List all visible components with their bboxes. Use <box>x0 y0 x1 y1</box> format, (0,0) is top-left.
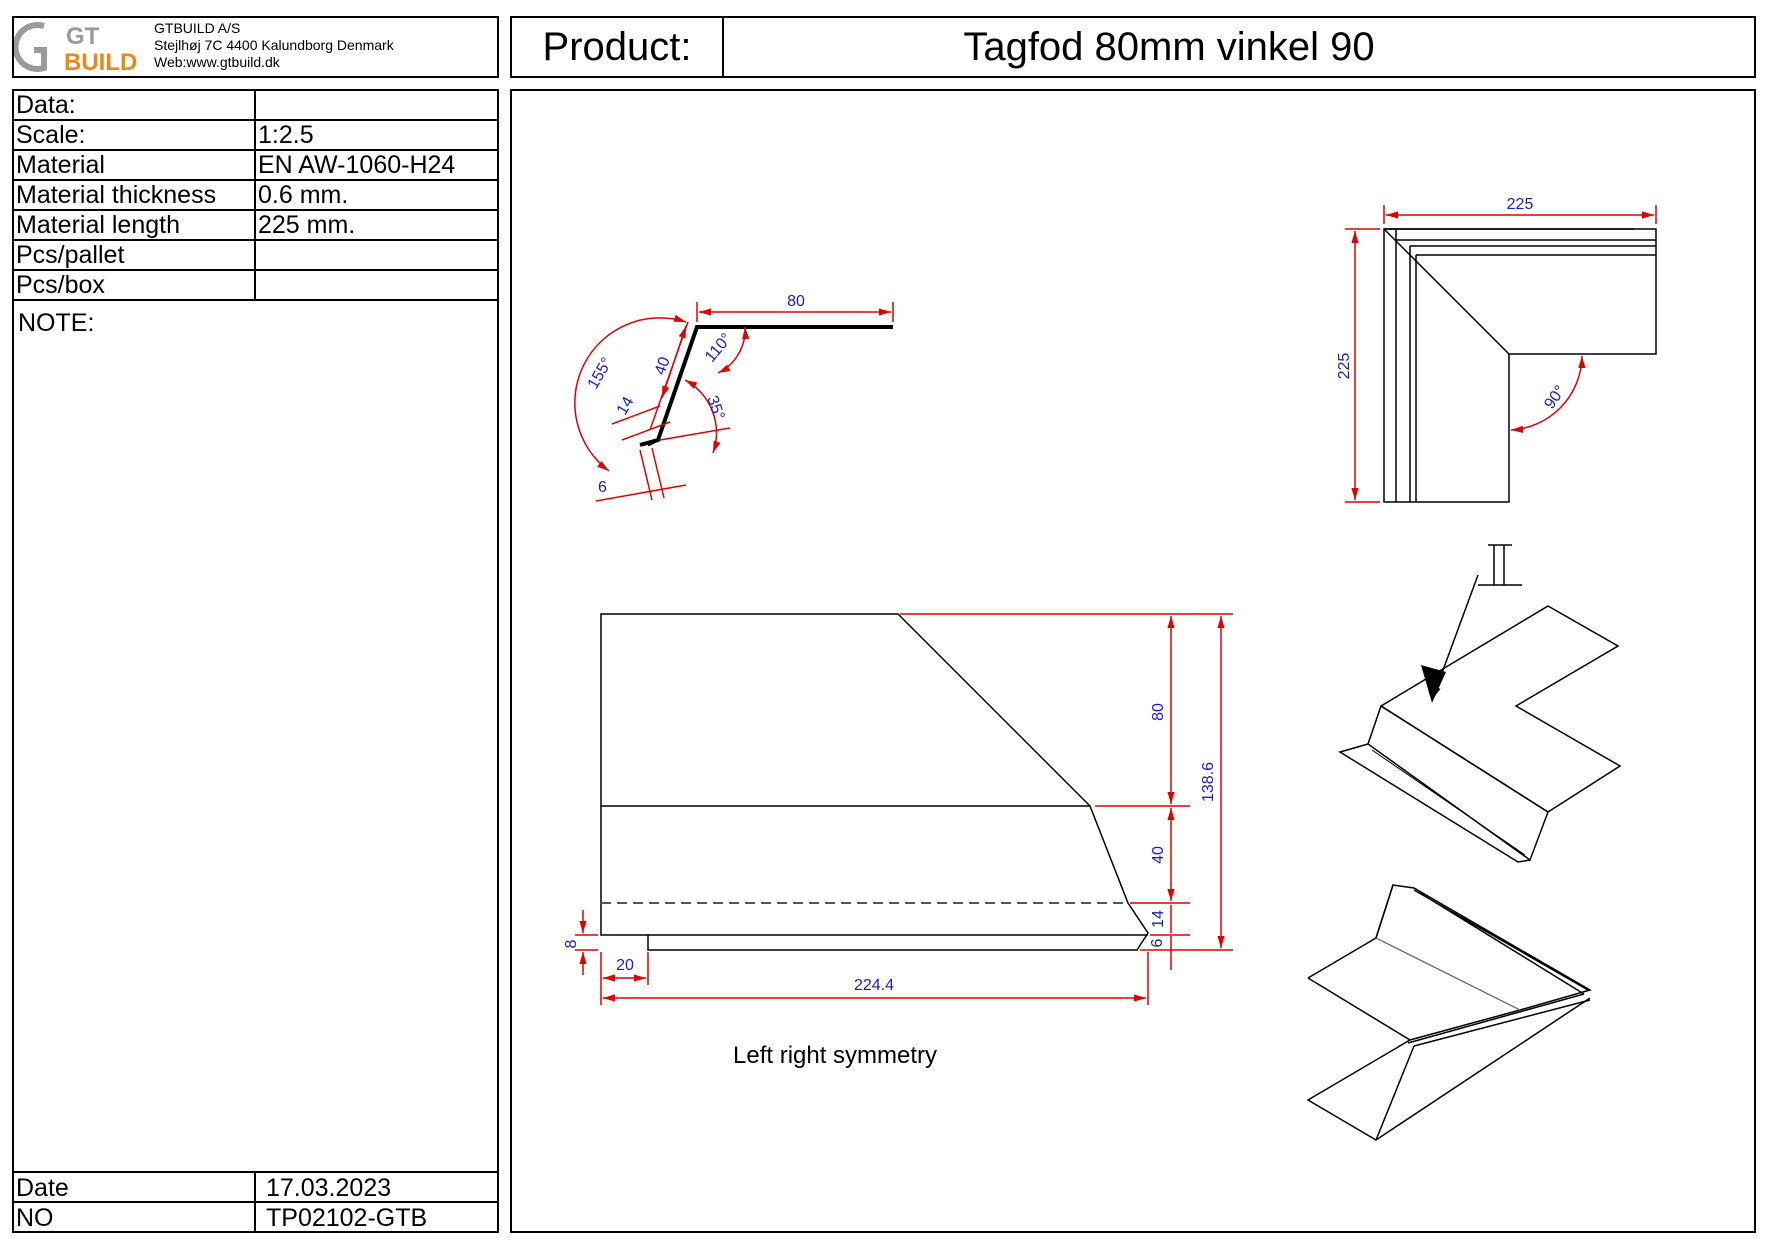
data-row-pcs-box: Pcs/box <box>14 271 497 301</box>
company-header: GT BUILD GTBUILD A/S Stejlhøj 7C 4400 Ka… <box>12 16 499 78</box>
flat-dim-14: 14 <box>1150 910 1167 928</box>
row-key: Scale: <box>16 121 86 149</box>
flat-dim-20: 20 <box>616 957 634 974</box>
company-address: Stejlhøj 7C 4400 Kalundborg Denmark <box>154 37 394 53</box>
isometric-view-bottom <box>1306 884 1592 1141</box>
data-row-material: Material EN AW-1060-H24 <box>14 151 497 181</box>
profile-dim-6: 6 <box>598 479 607 496</box>
date-row: Date 17.03.2023 <box>14 1171 497 1202</box>
flat-dim-138-6: 138.6 <box>1200 762 1217 802</box>
profile-angle-110: 110° <box>702 330 736 365</box>
row-key: Material length <box>16 211 180 239</box>
row-key: Material thickness <box>16 181 217 209</box>
profile-dim-80: 80 <box>787 293 805 310</box>
row-key: Material <box>16 151 105 179</box>
flat-dim-80: 80 <box>1150 703 1167 721</box>
top-view: 225 225 90° <box>1336 196 1657 503</box>
row-key: Pcs/box <box>16 271 105 299</box>
top-angle-90: 90° <box>1541 383 1569 413</box>
profile-dim-14: 14 <box>614 394 638 418</box>
flat-dim-40: 40 <box>1150 846 1167 864</box>
company-web: Web:www.gtbuild.dk <box>154 54 280 70</box>
product-title: Tagfod 80mm vinkel 90 <box>963 25 1375 69</box>
top-dim-width: 225 <box>1507 196 1534 213</box>
gtbuild-logo: GT BUILD <box>14 22 137 76</box>
data-row-data: Data: <box>14 91 497 121</box>
flat-pattern-view: 80 40 14 6 138.6 8 20 224.4 <box>563 613 1233 1005</box>
row-value: 1:2.5 <box>258 121 314 149</box>
flat-outline <box>600 613 1149 951</box>
data-row-scale: Scale: 1:2.5 <box>14 121 497 151</box>
isometric-view-top <box>1338 544 1622 863</box>
row-value: EN AW-1060-H24 <box>258 151 456 179</box>
profile-outline <box>639 325 893 447</box>
logo-g-mark <box>14 22 47 72</box>
product-header: Product: Tagfod 80mm vinkel 90 <box>510 16 1756 78</box>
profile-angle-35: 35° <box>703 394 727 423</box>
logo-text-build: BUILD <box>64 49 137 76</box>
product-label: Product: <box>512 18 724 76</box>
flat-dim-8: 8 <box>563 939 580 948</box>
no-label: NO <box>16 1204 54 1232</box>
logo-text-gt: GT <box>66 23 100 50</box>
data-table: Data: Scale: 1:2.5 Material EN AW-1060-H… <box>12 89 499 1233</box>
drawing-area <box>510 89 1756 1233</box>
row-key: Data: <box>16 91 76 119</box>
flat-dim-224-4: 224.4 <box>854 977 894 994</box>
data-row-thickness: Material thickness 0.6 mm. <box>14 181 497 211</box>
no-value: TP02102-GTB <box>266 1204 428 1232</box>
company-info: GTBUILD A/S Stejlhøj 7C 4400 Kalundborg … <box>154 20 394 71</box>
profile-view: 80 110° 40 14 155° 35° 6 <box>574 293 894 502</box>
flat-dim-6: 6 <box>1149 938 1166 947</box>
data-row-length: Material length 225 mm. <box>14 211 497 241</box>
no-row: NO TP02102-GTB <box>14 1201 497 1232</box>
date-label: Date <box>16 1174 69 1202</box>
profile-angle-155: 155° <box>585 355 616 392</box>
data-row-pcs-pallet: Pcs/pallet <box>14 241 497 271</box>
row-key: Pcs/pallet <box>16 241 125 269</box>
note-label: NOTE: <box>18 309 95 337</box>
row-value: 0.6 mm. <box>258 181 349 209</box>
date-value: 17.03.2023 <box>266 1174 392 1202</box>
symmetry-caption: Left right symmetry <box>733 1042 938 1069</box>
row-value: 225 mm. <box>258 211 356 239</box>
top-dim-height: 225 <box>1336 353 1353 380</box>
company-name: GTBUILD A/S <box>154 20 241 36</box>
